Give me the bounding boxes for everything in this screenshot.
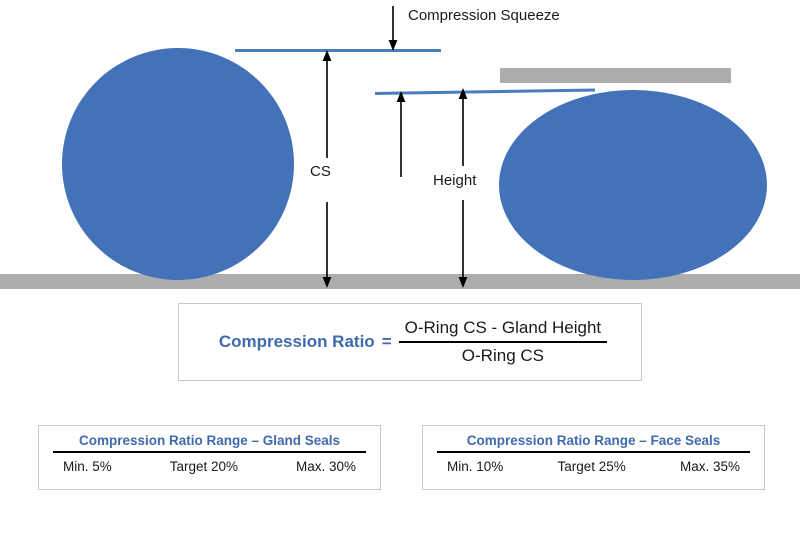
range-title-face-seals: Compression Ratio Range – Face Seals [466, 433, 721, 448]
range-rule-gland-seals [53, 451, 366, 453]
base-plate-bottom [0, 274, 800, 289]
oring-compressed-ellipse [499, 90, 767, 280]
cs-label: CS [310, 163, 331, 180]
range-target-gland-seals: Target 20% [169, 459, 239, 474]
range-values-face-seals: Min. 10% Target 25% Max. 35% [433, 453, 754, 474]
cs-dimension-arrow [320, 50, 334, 288]
range-values-gland-seals: Min. 5% Target 20% Max. 30% [49, 453, 370, 474]
height-label: Height [433, 172, 477, 189]
compression-squeeze-label: Compression Squeeze [408, 7, 560, 24]
range-min-gland-seals: Min. 5% [63, 459, 112, 474]
formula-left-hand-side: Compression Ratio [218, 332, 375, 351]
height-dimension-arrow [456, 88, 470, 288]
range-rule-face-seals [437, 451, 750, 453]
gland-line-upper [235, 49, 441, 52]
compression-ratio-formula-box: Compression Ratio = O-Ring CS - Gland He… [178, 303, 642, 381]
range-max-gland-seals: Max. 30% [295, 459, 356, 474]
gland-height-tick-arrow [394, 91, 408, 177]
formula-numerator: O-Ring CS - Gland Height [404, 318, 602, 338]
formula-denominator: O-Ring CS [461, 345, 544, 365]
formula-equals-sign: = [381, 332, 392, 351]
range-max-face-seals: Max. 35% [679, 459, 740, 474]
gland-plate-top [500, 68, 731, 83]
formula-fraction-bar [398, 340, 608, 343]
range-title-gland-seals: Compression Ratio Range – Gland Seals [78, 433, 341, 448]
range-box-face-seals: Compression Ratio Range – Face Seals Min… [422, 425, 765, 490]
range-box-gland-seals: Compression Ratio Range – Gland Seals Mi… [38, 425, 381, 490]
formula-fraction: O-Ring CS - Gland Height O-Ring CS [398, 318, 608, 365]
range-target-face-seals: Target 25% [557, 459, 626, 474]
oring-uncompressed-circle [62, 48, 294, 280]
compression-squeeze-arrow [386, 6, 400, 52]
range-min-face-seals: Min. 10% [447, 459, 504, 474]
